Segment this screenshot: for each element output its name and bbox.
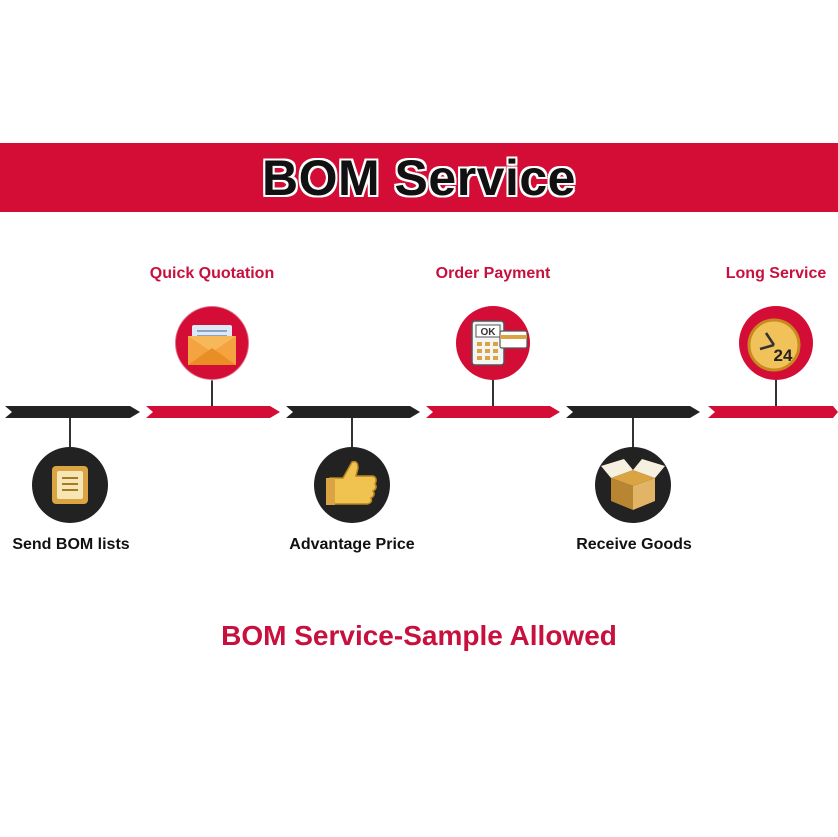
document-list-icon (32, 447, 108, 523)
payment-terminal-icon: OK (456, 306, 530, 380)
envelope-icon (174, 305, 250, 381)
banner-title: BOM Service (262, 149, 576, 206)
step-receive-goods: Receive Goods (576, 536, 692, 553)
ok-text: OK (481, 327, 497, 338)
clock-24h-icon: 24 (739, 306, 813, 380)
hours-text: 24 (774, 346, 793, 365)
timeline-segment-6 (708, 406, 838, 418)
timeline-segment-4 (426, 406, 560, 418)
open-box-icon (595, 447, 671, 523)
timeline-segment-5 (566, 406, 700, 418)
subtitle: BOM Service-Sample Allowed (221, 620, 617, 651)
step-advantage-price: Advantage Price (289, 536, 415, 553)
timeline-segment-1 (5, 406, 140, 418)
step-send-bom-lists: Send BOM lists (12, 536, 130, 553)
step-order-payment: Order Payment (435, 265, 551, 282)
thumbs-up-icon (314, 447, 390, 523)
step-long-service: Long Service (725, 265, 827, 282)
title-banner: BOM Service (0, 143, 838, 212)
timeline-segment-2 (146, 406, 280, 418)
step-quick-quotation: Quick Quotation (149, 265, 275, 282)
timeline-segment-3 (286, 406, 420, 418)
